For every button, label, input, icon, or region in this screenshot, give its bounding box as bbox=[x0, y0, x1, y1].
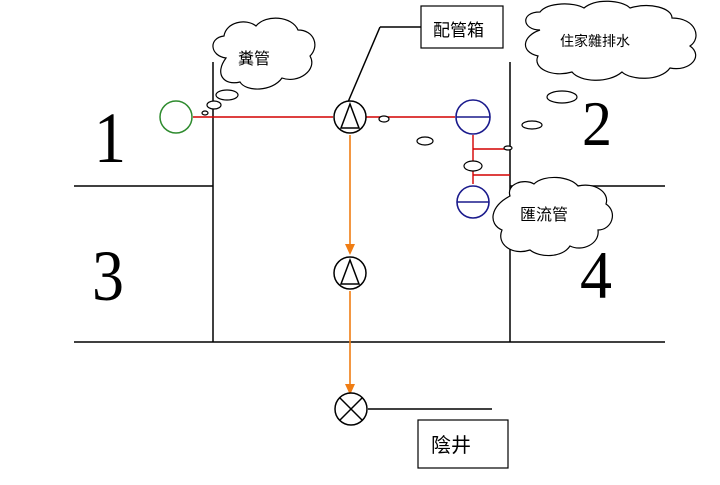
thought-bubble-itsuryukan bbox=[492, 176, 614, 257]
thought-bubble-funkan bbox=[201, 17, 316, 116]
triangle-node-top bbox=[333, 100, 367, 134]
thought-bubble-jukazatsuhaisui bbox=[378, 0, 697, 146]
label-haikanbako: 配管箱 bbox=[433, 21, 484, 41]
orange-pipes bbox=[345, 135, 355, 395]
blue-node-top bbox=[455, 99, 491, 135]
box-insei: 陰井 bbox=[417, 419, 509, 469]
orange-arrow-upper bbox=[345, 244, 355, 255]
label-itsuryukan: 匯流管 bbox=[520, 205, 568, 224]
triangle-node-middle bbox=[333, 256, 367, 290]
box-haikanbako: 配管箱 bbox=[420, 5, 504, 49]
small-connectors bbox=[463, 145, 513, 172]
label-insei: 陰井 bbox=[431, 433, 471, 457]
label-jukazatsuhaisui: 住家雜排水 bbox=[560, 33, 630, 50]
green-node bbox=[159, 100, 193, 134]
label-funkan: 糞管 bbox=[238, 49, 270, 68]
callout-leader bbox=[347, 26, 381, 103]
connector-node-small bbox=[463, 160, 483, 172]
blue-node-bottom bbox=[456, 185, 490, 219]
zone-number-1: 1 bbox=[94, 98, 126, 178]
manhole-symbol bbox=[334, 392, 368, 426]
zone-number-4: 4 bbox=[580, 237, 612, 313]
zone-number-2: 2 bbox=[582, 88, 612, 159]
zone-number-3: 3 bbox=[92, 236, 124, 316]
connector-node-tiny bbox=[503, 145, 513, 151]
orange-arrow-lower bbox=[345, 384, 355, 395]
